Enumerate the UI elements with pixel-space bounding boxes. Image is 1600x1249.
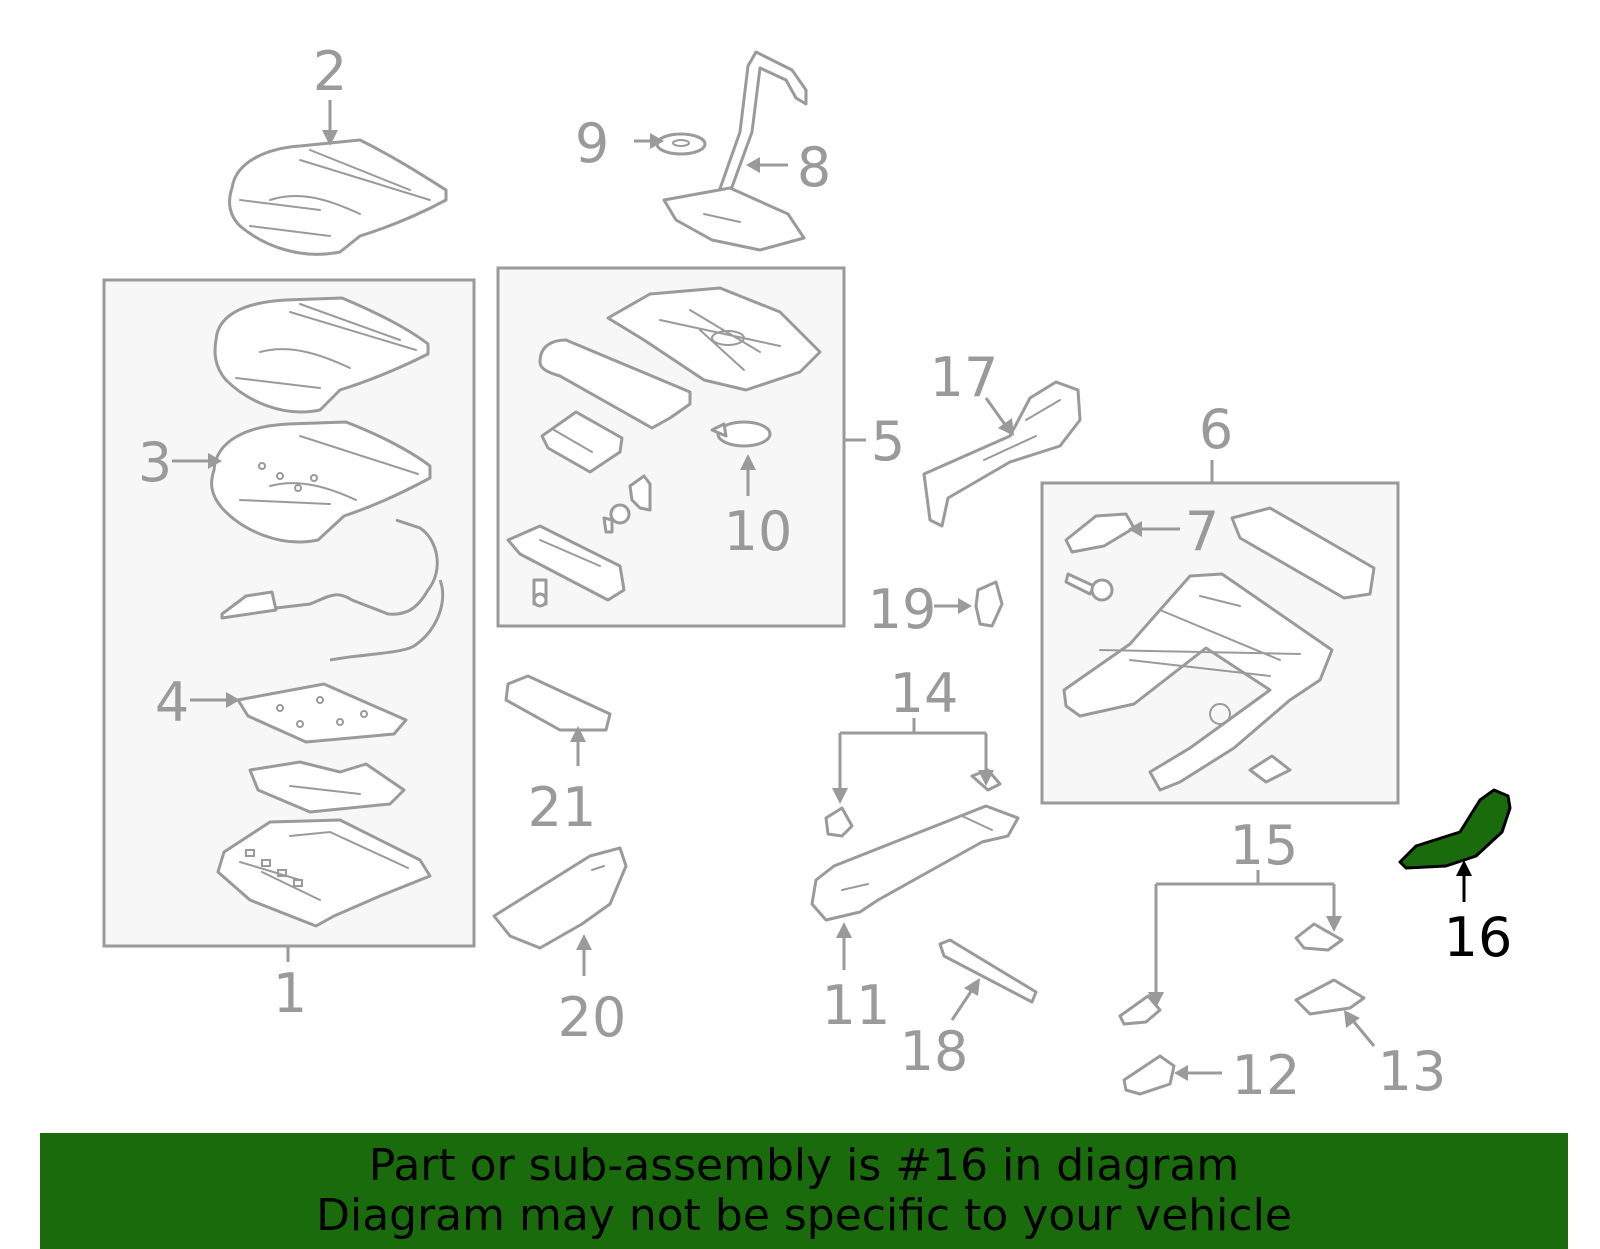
callout-12[interactable]: 12 <box>1232 1044 1301 1107</box>
callout-16[interactable]: 16 <box>1444 906 1513 969</box>
part-5-seat-pan-assembly[interactable] <box>606 286 822 392</box>
part-8-bracket-wire[interactable] <box>662 50 808 252</box>
callout-3[interactable]: 3 <box>138 431 172 494</box>
part-10-sensor[interactable] <box>710 420 772 448</box>
callout-1[interactable]: 1 <box>273 962 307 1025</box>
leader-lines <box>172 100 1472 1081</box>
part-12-bracket[interactable] <box>1122 1054 1176 1096</box>
part-2-cushion-cover[interactable] <box>228 138 448 256</box>
part-15-clip-left[interactable] <box>1118 994 1162 1026</box>
part-11-rail-cover[interactable] <box>810 804 1020 922</box>
callout-20[interactable]: 20 <box>558 986 627 1049</box>
callout-14[interactable]: 14 <box>890 662 959 725</box>
callout-18[interactable]: 18 <box>900 1020 969 1083</box>
callout-9[interactable]: 9 <box>575 112 609 175</box>
part-13-bracket[interactable] <box>1294 978 1366 1016</box>
callout-8[interactable]: 8 <box>797 136 831 199</box>
part-14-clip-left[interactable] <box>824 806 854 838</box>
bolt-5 <box>532 578 548 608</box>
part-4-heater-mat[interactable] <box>236 682 408 744</box>
callout-11[interactable]: 11 <box>822 974 891 1037</box>
part-15-clip-right[interactable] <box>1294 922 1344 952</box>
clip-bracket <box>628 474 652 512</box>
callout-2[interactable]: 2 <box>313 40 347 103</box>
part-21-cover[interactable] <box>504 674 612 732</box>
callout-15[interactable]: 15 <box>1230 814 1299 877</box>
callout-4[interactable]: 4 <box>155 671 189 734</box>
part-18-trim-strip[interactable] <box>938 938 1038 1004</box>
callout-10[interactable]: 10 <box>724 500 793 563</box>
banner-line-2: Diagram may not be specific to your vehi… <box>316 1190 1292 1241</box>
cushion-block <box>538 338 692 430</box>
push-pin <box>602 503 631 534</box>
part-6-seat-track[interactable] <box>1062 506 1376 792</box>
info-banner: Part or sub-assembly is #16 in diagram D… <box>40 1133 1568 1249</box>
seat-heater-wire <box>220 518 445 662</box>
callout-6[interactable]: 6 <box>1199 398 1233 461</box>
banner-line-1: Part or sub-assembly is #16 in diagram <box>368 1140 1240 1191</box>
bolt-6 <box>1064 572 1114 602</box>
part-9-washer[interactable] <box>655 132 707 156</box>
callout-5[interactable]: 5 <box>871 410 905 473</box>
callout-21[interactable]: 21 <box>528 776 597 839</box>
callout-17[interactable]: 17 <box>930 346 999 409</box>
seat-pan-insert <box>248 760 406 814</box>
part-3-cushion-pad[interactable] <box>210 420 432 544</box>
part-20-side-cover[interactable] <box>492 846 628 950</box>
module-box <box>540 410 624 474</box>
callout-13[interactable]: 13 <box>1378 1040 1447 1103</box>
part-19-clip[interactable] <box>974 580 1004 628</box>
part-17-side-trim[interactable] <box>922 380 1082 528</box>
callout-7[interactable]: 7 <box>1185 500 1219 563</box>
seat-pan-frame <box>216 818 432 928</box>
part-1-seat-cushion-assembly[interactable] <box>213 296 430 414</box>
front-bracket <box>506 524 626 602</box>
part-16-trim-cover[interactable] <box>1398 788 1512 870</box>
callout-19[interactable]: 19 <box>868 578 937 641</box>
